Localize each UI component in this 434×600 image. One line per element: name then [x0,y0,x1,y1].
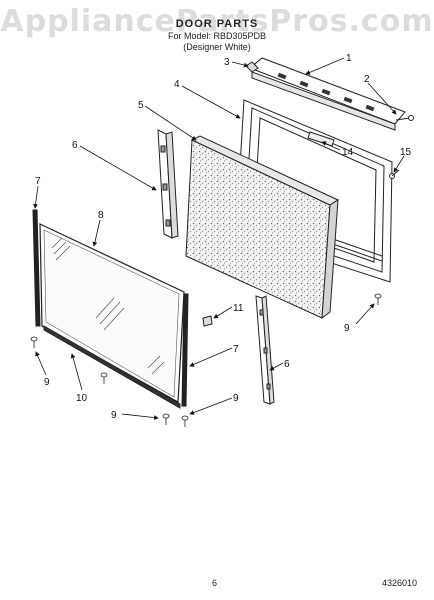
screw-bottom-1 [100,372,108,384]
color-note: (Designer White) [183,42,251,52]
glass-clip [202,315,213,327]
callout-11: 11 [233,303,244,314]
callout-5: 5 [138,100,144,111]
callout-14: 14 [342,147,354,158]
leader-lines [33,57,405,420]
door-insulation [185,135,340,320]
callout-6a: 6 [72,140,78,151]
diagram-title: DOOR PARTS [175,18,259,30]
callout-2: 2 [364,74,370,85]
callout-9d: 9 [344,323,350,334]
outer-door-glass [39,223,185,403]
door-channel-left [157,129,179,239]
vent-trim-screw [395,115,414,121]
model-line: For Model: RBD305PDB [167,31,267,41]
vent-clip [245,61,259,73]
screw-right [181,415,189,427]
door-top-vent-trim [249,57,406,131]
watermark: AppliancePartsPros.com [0,4,434,39]
callout-6b: 6 [284,359,290,370]
door-bottom-trim [43,325,181,409]
callout-9b: 9 [111,410,117,421]
callout-9c: 9 [233,393,239,404]
screw-liner [374,293,382,305]
callout-15: 15 [400,147,412,158]
callout-8: 8 [98,210,104,221]
callout-4: 4 [174,79,180,90]
screw-left [30,336,38,348]
callout-labels: 1 2 3 4 5 6 7 8 9 10 9 11 7 6 9 9 14 15 [35,53,412,421]
diagram-code: 4326010 [382,578,418,588]
page-number: 6 [212,578,218,588]
door-side-trim-left [32,209,41,327]
screw-bottom-2 [162,413,170,425]
door-side-trim-right [181,293,189,407]
callout-7a: 7 [35,176,41,187]
callout-3: 3 [224,57,230,68]
door-channel-right [255,295,275,405]
callout-1: 1 [346,53,352,64]
callout-7b: 7 [233,344,239,355]
callout-9a: 9 [44,377,50,388]
callout-10: 10 [76,393,88,404]
door-screws [30,293,382,427]
